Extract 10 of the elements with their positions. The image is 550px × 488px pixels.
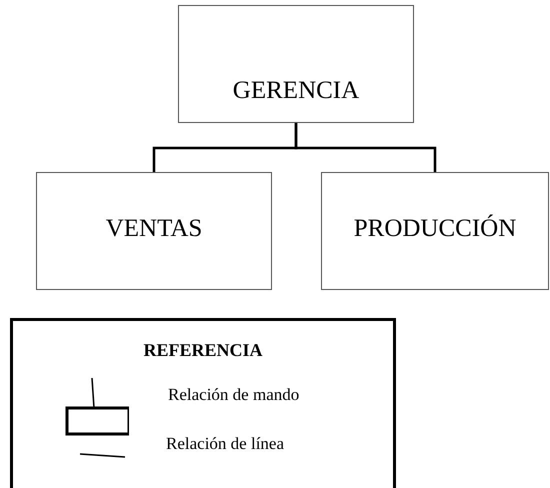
box-label: GERENCIA: [232, 76, 360, 106]
org-box: [178, 5, 414, 123]
org-box: [321, 172, 549, 290]
box-label: VENTAS: [106, 214, 202, 244]
legend-text: Relación de línea: [166, 434, 284, 454]
legend-text: Relación de mando: [168, 385, 300, 405]
box-label: PRODUCCIÓN: [354, 214, 516, 244]
connector-line: [294, 123, 436, 172]
legend-title: REFERENCIA: [142, 339, 264, 361]
org-box: [36, 172, 272, 290]
